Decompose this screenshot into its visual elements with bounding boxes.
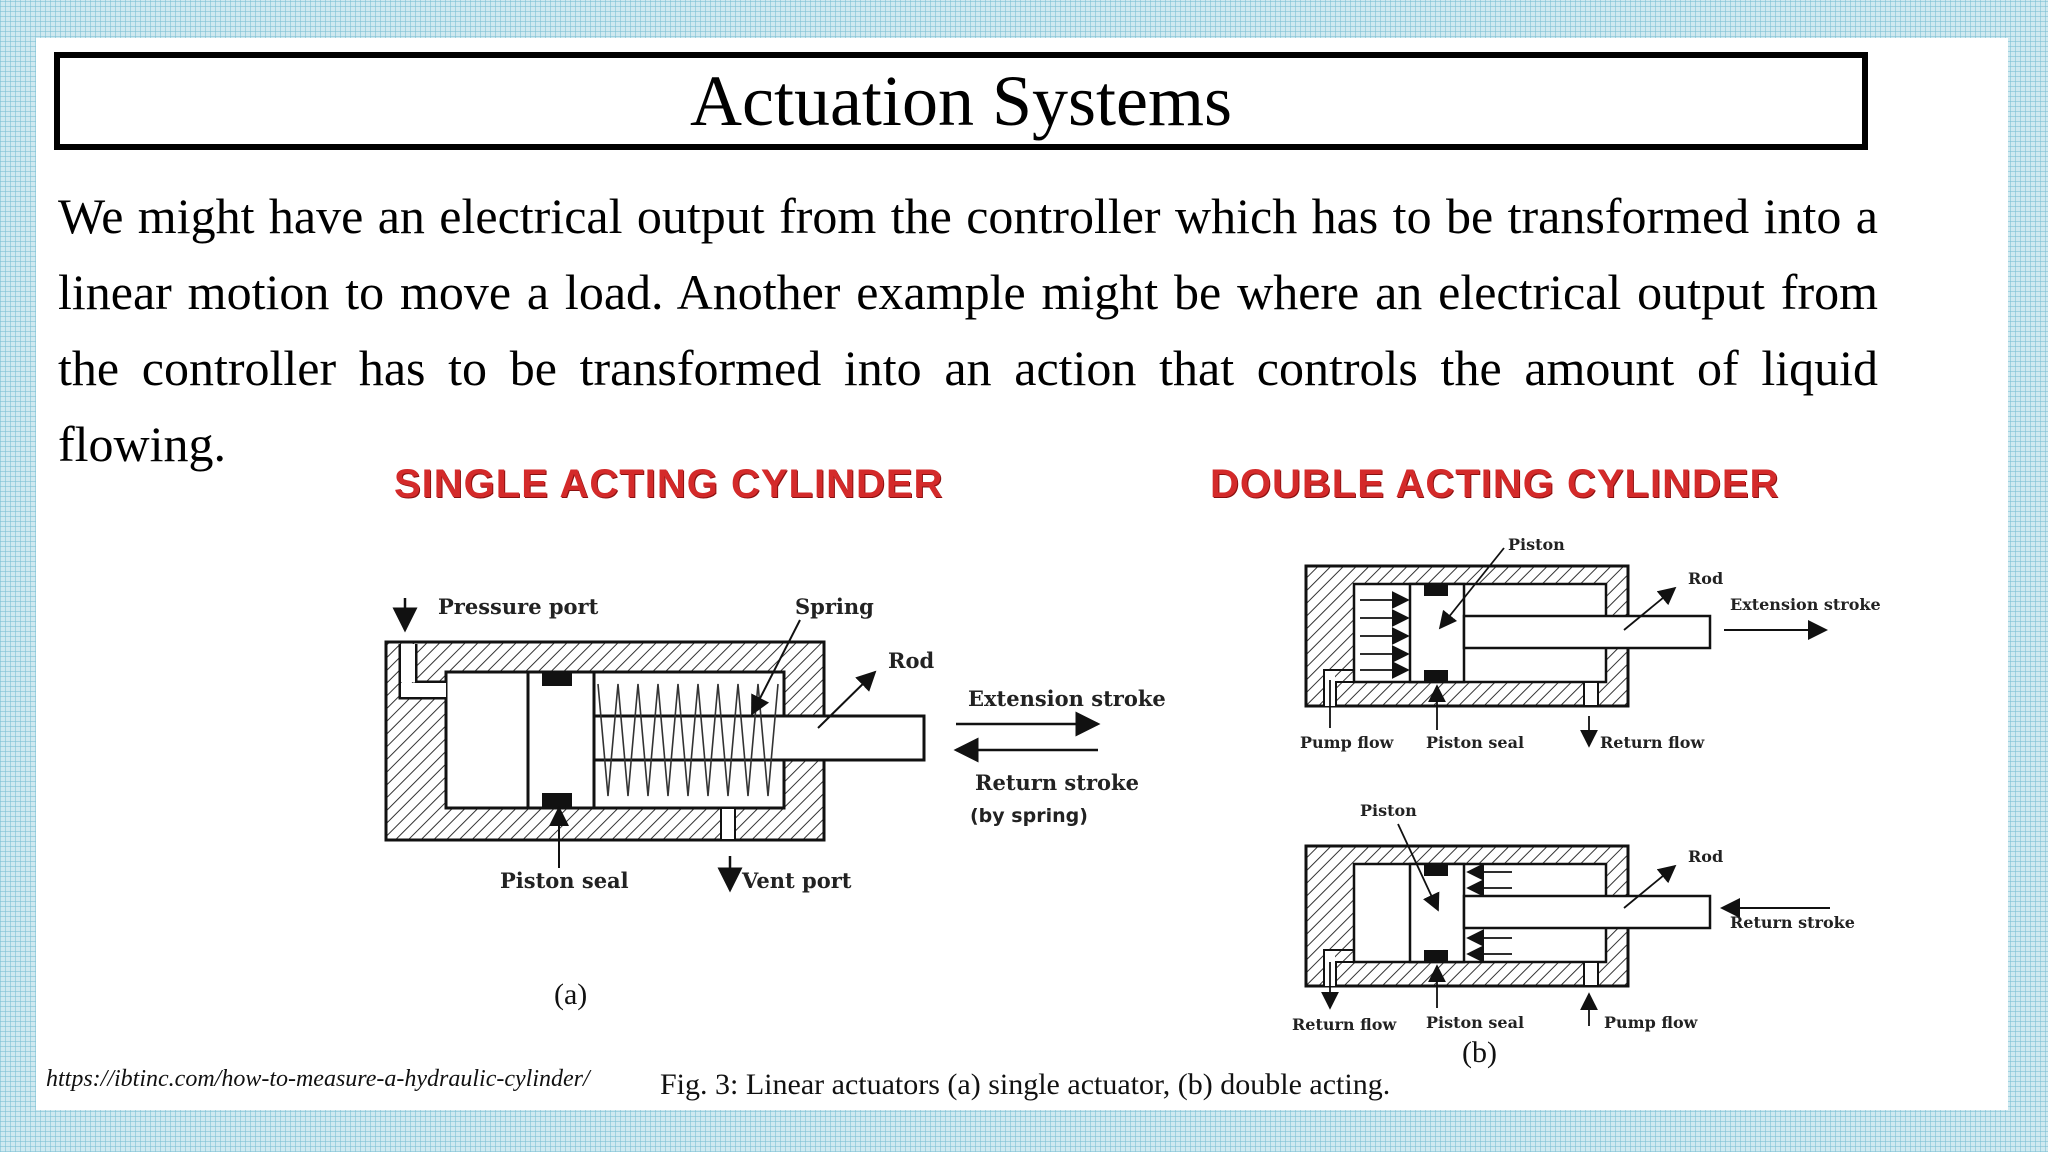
double-top-pump-flow-label: Pump flow — [1300, 733, 1395, 752]
double-top-piston-seal-label: Piston seal — [1426, 733, 1524, 752]
source-link[interactable]: https://ibtinc.com/how-to-measure-a-hydr… — [46, 1066, 590, 1092]
double-acting-extension-diagram: Piston Rod Extension stroke Pump flow Pi… — [1300, 535, 1881, 752]
body-paragraph: We might have an electrical output from … — [58, 188, 1878, 472]
double-bottom-piston-seal-label: Piston seal — [1426, 1013, 1524, 1032]
single-rod — [592, 714, 926, 762]
double-top-rod-label: Rod — [1688, 569, 1723, 588]
slide: Actuation Systems We might have an elect… — [36, 38, 2008, 1110]
single-piston — [526, 670, 596, 810]
figure-caption: Fig. 3: Linear actuators (a) single actu… — [660, 1068, 1391, 1101]
subfigure-b-label: (b) — [1462, 1036, 1497, 1069]
double-bottom-pump-flow-label: Pump flow — [1604, 1013, 1699, 1032]
slide-title: Actuation Systems — [690, 60, 1232, 141]
double-bottom-return-flow-label: Return flow — [1292, 1015, 1397, 1034]
single-return-stroke-label: Return stroke — [975, 770, 1139, 795]
double-top-piston-label: Piston — [1508, 535, 1565, 554]
single-extension-stroke-label: Extension stroke — [968, 686, 1166, 711]
single-pressure-port-label: Pressure port — [438, 594, 599, 619]
single-by-spring-label: (by spring) — [970, 805, 1088, 827]
double-acting-title: DOUBLE ACTING CYLINDER — [1210, 462, 1780, 506]
double-acting-return-diagram: Piston Rod Return stroke Return flow Pis… — [1292, 801, 1855, 1034]
double-top-extension-label: Extension stroke — [1730, 595, 1881, 614]
single-acting-diagram: Pressure port Spring Rod Extension strok… — [384, 594, 1166, 893]
single-spring-label: Spring — [795, 594, 874, 619]
single-spring — [597, 683, 779, 797]
single-piston-seal-top — [542, 672, 572, 686]
single-vent-port-label: Vent port — [741, 868, 852, 893]
single-piston-seal-label: Piston seal — [500, 868, 629, 893]
single-rod-label: Rod — [888, 648, 934, 673]
title-box: Actuation Systems — [54, 52, 1868, 150]
single-piston-seal-bottom — [542, 793, 572, 807]
double-top-return-flow-label: Return flow — [1600, 733, 1705, 752]
single-acting-title: SINGLE ACTING CYLINDER — [394, 462, 944, 506]
double-bottom-return-stroke-label: Return stroke — [1730, 913, 1855, 932]
subfigure-a-label: (a) — [554, 978, 588, 1011]
double-bottom-piston-label: Piston — [1360, 801, 1417, 820]
double-bottom-rod-label: Rod — [1688, 847, 1723, 866]
